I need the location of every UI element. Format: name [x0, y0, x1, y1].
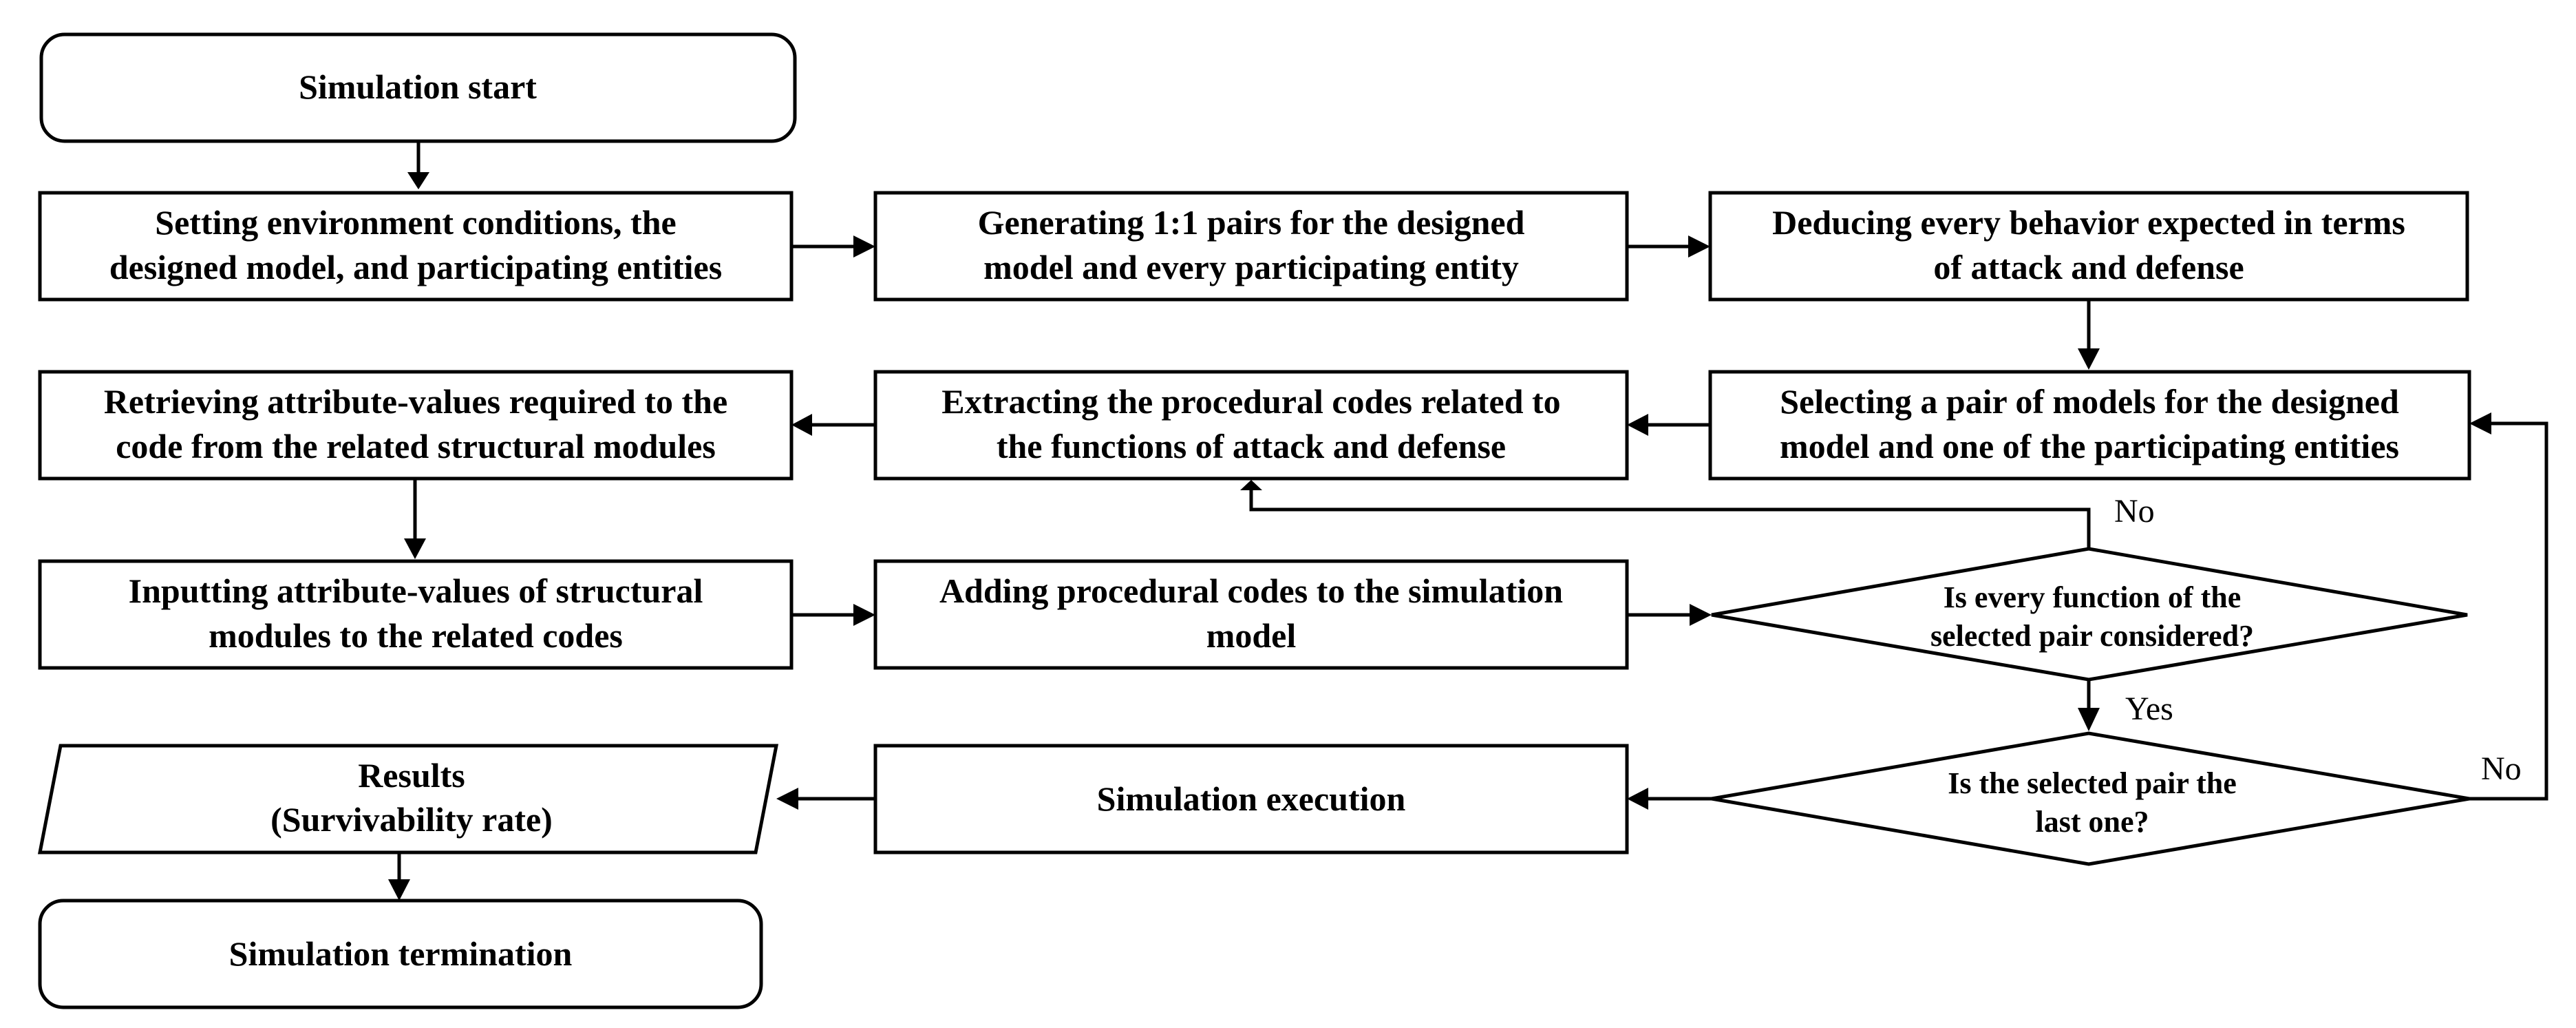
edge-label-no-function: No	[2114, 493, 2155, 529]
node-simulation-execution	[873, 744, 1629, 854]
select-label-line2: model and one of the participating entit…	[1780, 427, 2399, 465]
arrowhead-icon	[853, 235, 875, 258]
decision-every-function	[1711, 547, 2468, 682]
decision-function-label-line1: Is every function of the	[1944, 580, 2242, 614]
setenv-label-line2: designed model, and participating entiti…	[109, 248, 722, 286]
add-label-line1: Adding procedural codes to the simulatio…	[939, 571, 1563, 610]
decision-function-label-line2: selected pair considered?	[1930, 619, 2254, 653]
input-label-line2: modules to the related codes	[209, 616, 623, 655]
terminate-label: Simulation termination	[229, 934, 573, 973]
arrowhead-icon	[2078, 348, 2100, 370]
arrowhead-icon	[388, 879, 410, 901]
deduce-label-line1: Deducing every behavior expected in term…	[1772, 203, 2405, 242]
retrieve-label-line2: code from the related structural modules	[116, 427, 716, 465]
node-results	[37, 744, 779, 854]
arrowhead-icon	[1690, 604, 1712, 626]
arrowhead-icon	[791, 414, 812, 436]
arrow-decision-no-to-extract	[1249, 490, 2091, 549]
arrowhead-icon	[2078, 708, 2100, 731]
node-deducing-behavior	[1708, 191, 2469, 302]
add-label-line2: model	[1206, 616, 1297, 655]
edge-label-no-last: No	[2481, 751, 2522, 787]
node-selecting-pair	[1708, 370, 2471, 481]
arrowhead-icon	[853, 604, 875, 626]
edge-label-yes-function: Yes	[2125, 691, 2173, 727]
results-label-line2: (Survivability rate)	[270, 800, 553, 839]
arrow-last-no-to-select	[2469, 421, 2548, 801]
arrowhead-icon	[776, 788, 798, 810]
execute-label: Simulation execution	[1097, 779, 1406, 818]
nodes	[37, 32, 2471, 1009]
node-setting-environment	[38, 191, 794, 302]
node-simulation-termination	[38, 899, 763, 1009]
arrowhead-icon	[404, 538, 426, 559]
arrowhead-icon	[2469, 412, 2491, 434]
node-generating-pairs	[873, 191, 1629, 302]
arrowhead-icon	[407, 172, 429, 189]
extract-label-line1: Extracting the procedural codes related …	[941, 382, 1560, 421]
input-label-line1: Inputting attribute-values of structural	[129, 571, 703, 610]
arrowhead-icon	[1240, 480, 1262, 490]
node-labels: Simulation start Setting environment con…	[104, 67, 2405, 973]
node-inputting-values	[38, 559, 794, 670]
decision-last-label-line2: last one?	[2036, 805, 2149, 839]
select-label-line1: Selecting a pair of models for the desig…	[1780, 382, 2399, 421]
arrowhead-icon	[1688, 235, 1710, 258]
node-extracting-codes	[873, 370, 1629, 481]
edges	[388, 141, 2548, 901]
extract-label-line2: the functions of attack and defense	[997, 427, 1506, 465]
decision-last-pair	[1711, 731, 2470, 866]
decision-last-label-line1: Is the selected pair the	[1948, 766, 2237, 800]
results-label-line1: Results	[358, 756, 465, 795]
edge-labels: No Yes No	[2114, 493, 2522, 787]
deduce-label-line2: of attack and defense	[1933, 248, 2244, 286]
node-simulation-start	[39, 32, 797, 143]
setenv-label-line1: Setting environment conditions, the	[155, 203, 676, 242]
arrowhead-icon	[1627, 788, 1648, 810]
node-retrieving-values	[38, 370, 794, 481]
arrowhead-icon	[1627, 414, 1648, 436]
start-label: Simulation start	[299, 67, 537, 106]
genpairs-label-line1: Generating 1:1 pairs for the designed	[978, 203, 1525, 242]
genpairs-label-line2: model and every participating entity	[983, 248, 1519, 286]
node-adding-codes	[873, 559, 1629, 670]
retrieve-label-line1: Retrieving attribute-values required to …	[104, 382, 727, 421]
